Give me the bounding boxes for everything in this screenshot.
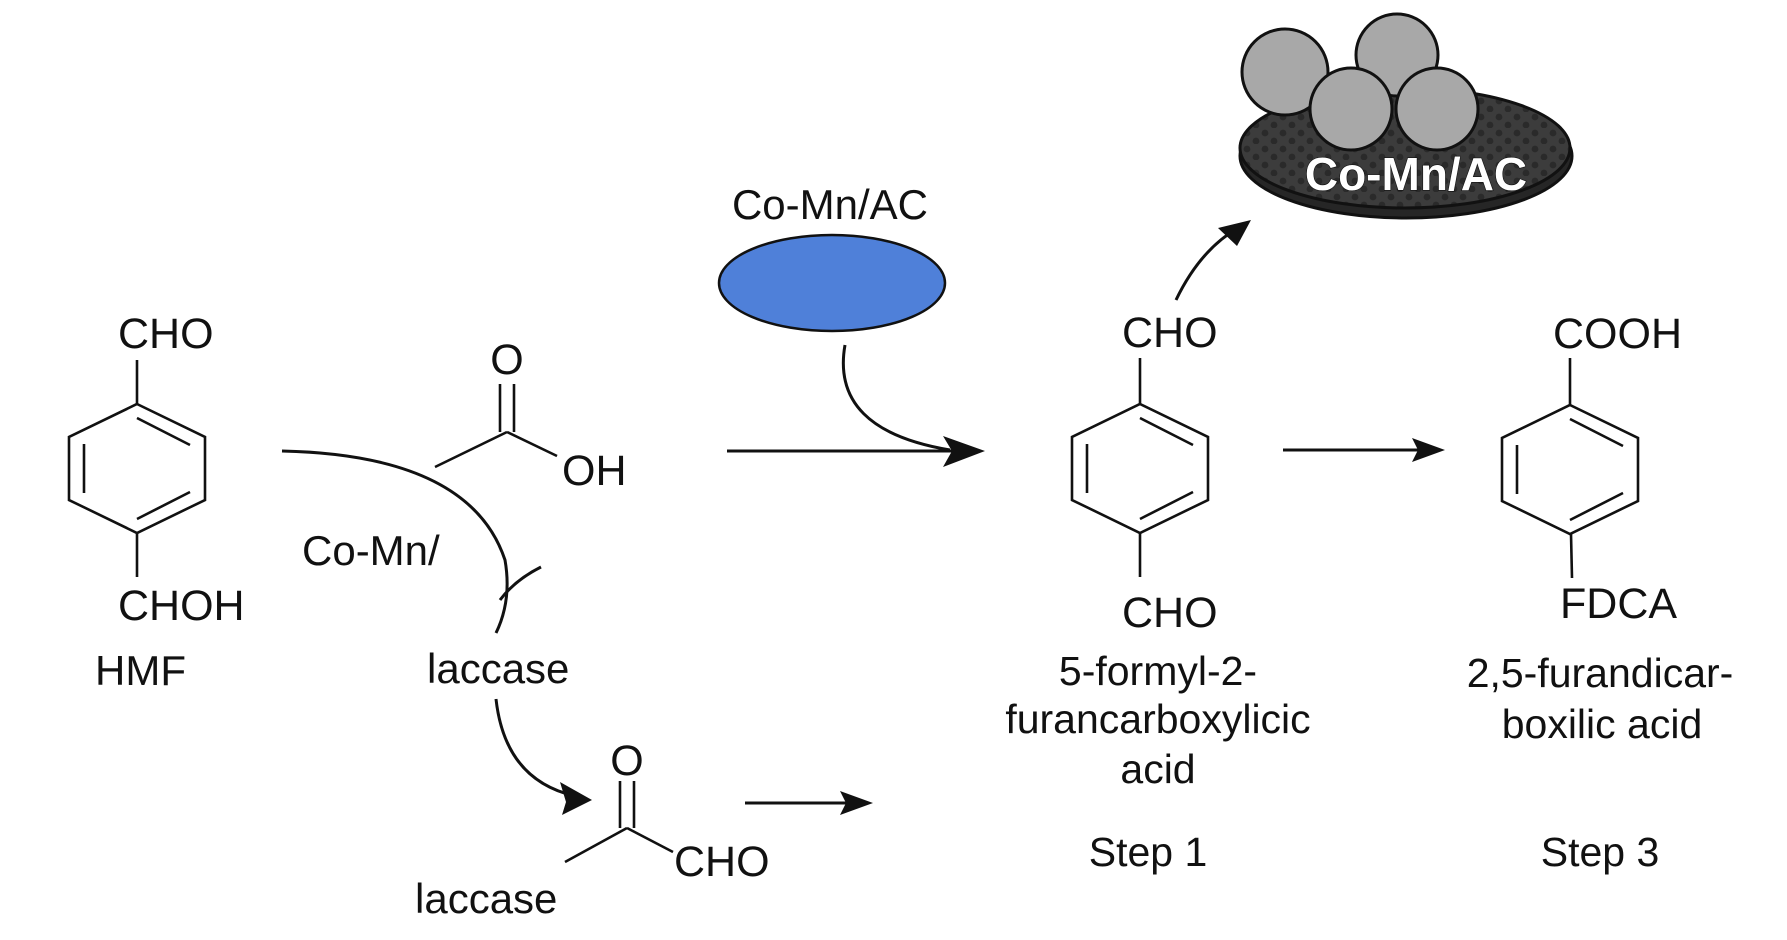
co-mn-label: Co-Mn/: [302, 527, 440, 574]
hmf-curved-arrow: [281, 449, 509, 634]
laccase-bottom-label: laccase: [415, 875, 557, 922]
fdca-structure: COOH FDCA: [1500, 310, 1682, 628]
hmf-bottom-group: CHOH: [118, 582, 245, 630]
glyoxal-group: CHO: [674, 838, 770, 886]
catalyst-top-label: Co-Mn/AC: [732, 181, 928, 228]
ffca-name-line: furancarboxylicic: [1005, 696, 1310, 742]
catalyst-graphic: Co-Mn/AC: [1238, 12, 1574, 220]
laccase-curved-arrow: [494, 698, 576, 798]
ffca-name-line: acid: [1120, 746, 1195, 792]
acetic-acid-structure: O OH: [434, 336, 627, 495]
ffca-structure: CHO CHO: [1070, 309, 1218, 637]
arrowhead-icon: [943, 436, 985, 467]
metal-particle: [1394, 66, 1480, 152]
arrowhead-icon: [1218, 220, 1251, 246]
ffca-step-label: Step 1: [1089, 829, 1208, 875]
ffca-top-group: CHO: [1122, 309, 1218, 357]
ffca-name-line: 5-formyl-2-: [1059, 648, 1257, 694]
fdca-name-line: boxilic acid: [1502, 701, 1703, 747]
catalyst-graphic-label: Co-Mn/AC: [1305, 148, 1527, 200]
arrow-to-catalyst: [1174, 226, 1239, 301]
fdca-label: FDCA: [1560, 580, 1677, 628]
hmf-top-group: CHO: [118, 310, 214, 358]
catalyst-ellipse: [717, 233, 947, 333]
fdca-name-line: 2,5-furandicar-: [1467, 650, 1734, 696]
hmf-structure: CHO CHOH HMF: [67, 310, 245, 694]
hmf-name: HMF: [95, 647, 186, 694]
ffca-bottom-group: CHO: [1122, 589, 1218, 637]
glyoxal-oxygen: O: [610, 737, 643, 785]
arrowhead-icon: [560, 782, 592, 815]
fdca-step-label: Step 3: [1541, 829, 1660, 875]
laccase-mid-label: laccase: [427, 645, 569, 692]
arrowhead-icon: [840, 791, 873, 815]
methylglyoxal-structure: O CHO laccase: [415, 737, 770, 922]
metal-particle: [1240, 27, 1330, 117]
arrowhead-icon: [1412, 438, 1445, 462]
acid-hydroxyl: OH: [562, 447, 627, 495]
hook-icon: [498, 565, 542, 601]
fdca-top-group: COOH: [1553, 310, 1682, 358]
metal-particle: [1308, 66, 1394, 152]
catalyst-curved-arrow: [841, 344, 951, 452]
acid-oxygen: O: [490, 336, 523, 384]
